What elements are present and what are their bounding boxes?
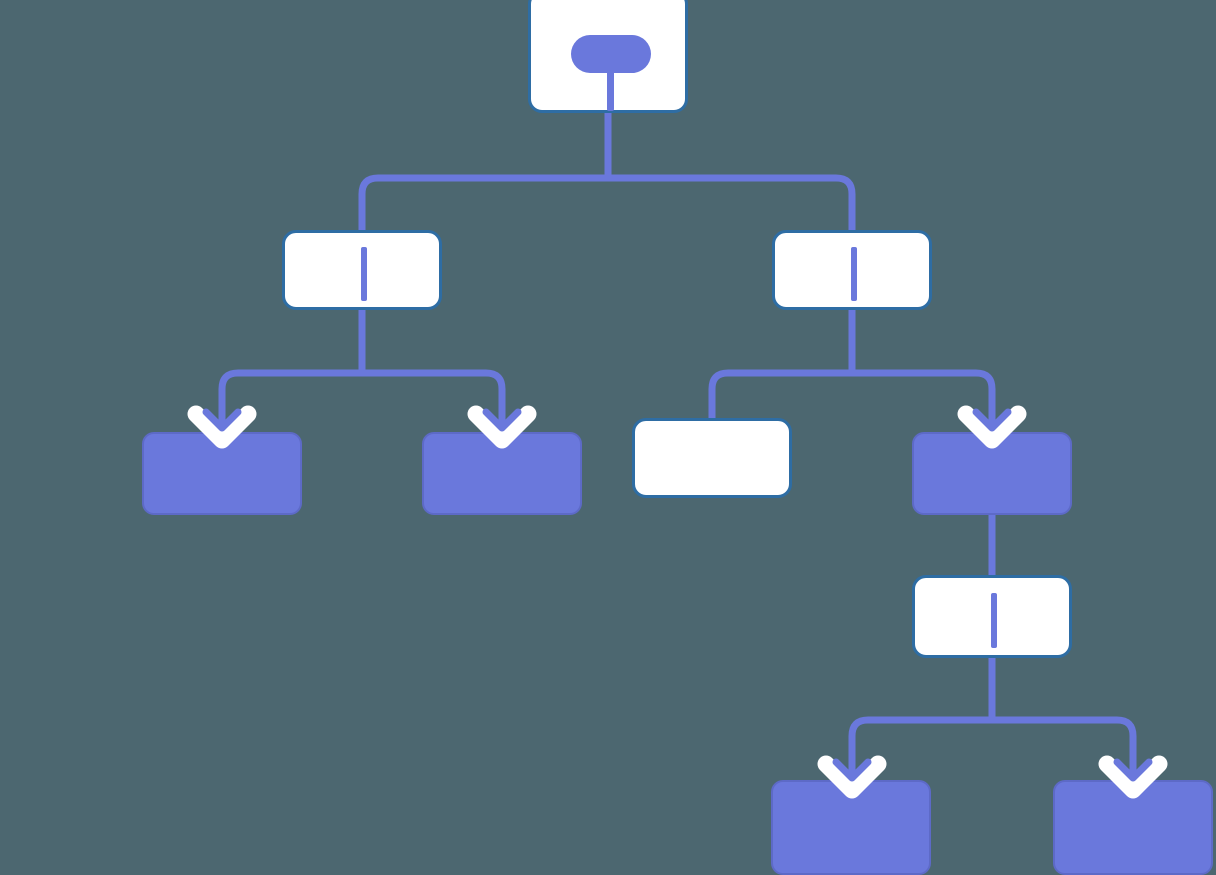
edge-l3-l4a — [848, 716, 996, 786]
edge-l1right-l2c — [708, 369, 856, 422]
node-l2-d[interactable] — [912, 432, 1072, 515]
node-l3[interactable] — [912, 575, 1072, 658]
node-l2-c[interactable] — [632, 418, 792, 498]
edge-l1left-l2a — [218, 369, 366, 436]
node-l2-b[interactable] — [422, 432, 582, 515]
node-l2-a[interactable] — [142, 432, 302, 515]
node-l4-b[interactable] — [1053, 780, 1213, 875]
node-l1-right[interactable] — [772, 230, 932, 310]
vertical-bar-icon — [991, 593, 997, 648]
node-l1-left[interactable] — [282, 230, 442, 310]
edge-l1left-l2b — [358, 369, 506, 436]
root-stem — [607, 63, 614, 111]
node-l4-a[interactable] — [771, 780, 931, 875]
edge-l1right-l2d — [848, 369, 996, 436]
vertical-bar-icon — [361, 247, 367, 301]
vertical-bar-icon — [851, 247, 857, 301]
node-root[interactable] — [528, 0, 688, 113]
edge-l3-l4b — [988, 716, 1137, 786]
